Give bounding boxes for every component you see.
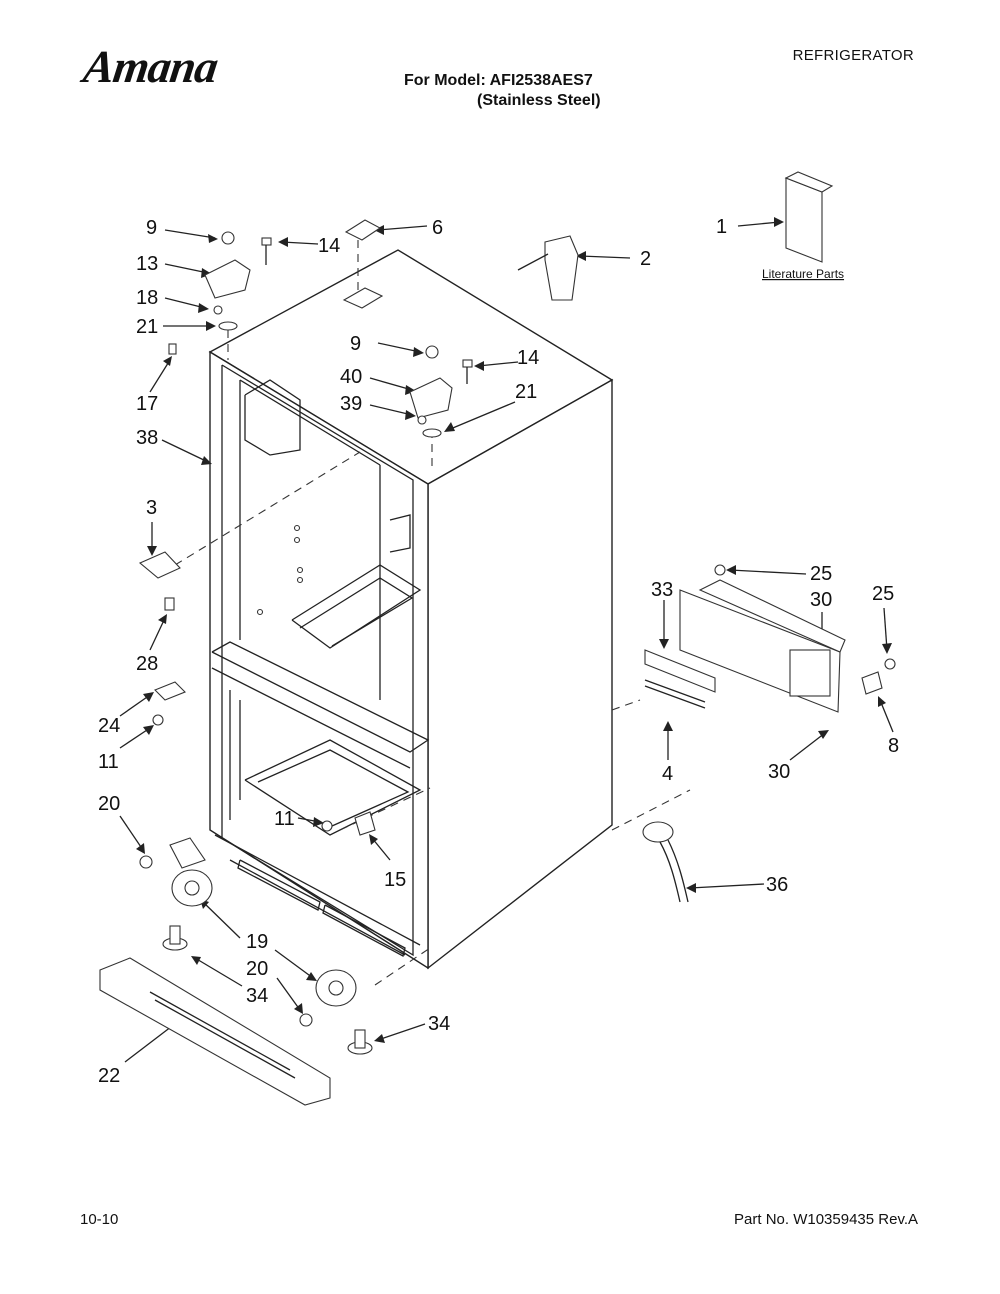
vent-grille: [789, 649, 831, 697]
callout-labels: 9 14 6 13 18 21 17 38 9 14 40 39 21 3 28…: [98, 216, 899, 1087]
callout-25-a: 25: [810, 563, 832, 585]
right-parts: [517, 171, 896, 903]
control-housing: [244, 379, 301, 456]
callout-3: 3: [146, 497, 157, 519]
cabinet-front: [209, 350, 429, 970]
hinge-40: [409, 377, 453, 419]
water-valve-2: [544, 235, 579, 301]
freezer-shelf: [291, 564, 422, 649]
callout-25-b: 25: [872, 583, 894, 605]
callout-21-a: 21: [136, 316, 158, 338]
callout-40: 40: [340, 366, 362, 388]
hardware-parts: [99, 219, 473, 1106]
toe-grille-22: [99, 957, 331, 1106]
callout-15: 15: [384, 869, 406, 891]
callout-14-b: 14: [517, 347, 539, 369]
screw-20-left: [139, 855, 153, 869]
callout-39: 39: [340, 393, 362, 415]
callout-20-b: 20: [246, 958, 268, 980]
screw-28: [164, 597, 175, 611]
callout-19: 19: [246, 931, 268, 953]
callout-11-a: 11: [98, 751, 119, 773]
hinge-3: [138, 551, 181, 579]
screw-11-center: [321, 820, 333, 832]
clip-8: [861, 671, 883, 695]
callout-8: 8: [888, 735, 899, 757]
literature-1: [785, 177, 823, 263]
screw-14-mid: [462, 359, 473, 368]
plug-6: [344, 219, 382, 241]
callout-17: 17: [136, 393, 158, 415]
callout-33: 33: [651, 579, 673, 601]
model-line: For Model: AFI2538AES7: [404, 72, 593, 89]
part-number: Part No. W10359435 Rev.A: [734, 1211, 918, 1228]
screw-25-right: [884, 658, 896, 670]
callout-13: 13: [136, 253, 158, 275]
callout-24: 24: [98, 715, 120, 737]
divider-mullion: [211, 641, 430, 753]
callout-14-a: 14: [318, 235, 340, 257]
callout-9-a: 9: [146, 217, 157, 239]
finish-line: (Stainless Steel): [477, 92, 601, 109]
crisper-pan: [244, 739, 422, 836]
callout-1: 1: [716, 216, 727, 238]
cabinet: [208, 249, 614, 970]
callout-34-a: 34: [246, 985, 268, 1007]
date-code: 10-10: [80, 1211, 119, 1228]
screw-9-mid: [425, 345, 439, 359]
leader-lines: [119, 217, 894, 1063]
callout-22: 22: [98, 1065, 120, 1087]
callout-30-b: 30: [768, 761, 790, 783]
screw-17: [168, 343, 177, 355]
shim-18: [213, 305, 223, 315]
callout-21-b: 21: [515, 381, 537, 403]
callout-30-a: 30: [810, 589, 832, 611]
screw-14-top: [261, 237, 272, 246]
callout-34-b: 34: [428, 1013, 450, 1035]
tube-36: [659, 841, 681, 903]
screw-11-left: [152, 714, 164, 726]
clip-24: [154, 681, 186, 701]
literature-parts-label: Literature Parts: [762, 267, 844, 281]
category-label: REFRIGERATOR: [792, 47, 914, 64]
bracket-15: [354, 811, 376, 836]
screw-9-top: [221, 231, 235, 245]
callout-6: 6: [432, 217, 443, 239]
washer-21-mid: [422, 428, 442, 438]
callout-20-a: 20: [98, 793, 120, 815]
callout-9-b: 9: [350, 333, 361, 355]
cabinet-front-inner: [221, 364, 414, 957]
strip-33: [644, 649, 716, 693]
hinge-13: [204, 259, 251, 299]
cabinet-side: [427, 378, 613, 970]
callout-11-b: 11: [274, 808, 295, 830]
tube-36-head: [642, 821, 674, 843]
callout-2: 2: [640, 248, 651, 270]
callout-38: 38: [136, 427, 158, 449]
plug-6-socket: [342, 287, 384, 309]
screw-25-top: [714, 564, 726, 576]
shim-39: [417, 415, 427, 425]
callout-4: 4: [662, 763, 673, 785]
washer-21-top: [218, 321, 238, 331]
callout-36: 36: [766, 874, 788, 896]
callout-18: 18: [136, 287, 158, 309]
callout-28: 28: [136, 653, 158, 675]
screw-20-right: [299, 1013, 313, 1027]
